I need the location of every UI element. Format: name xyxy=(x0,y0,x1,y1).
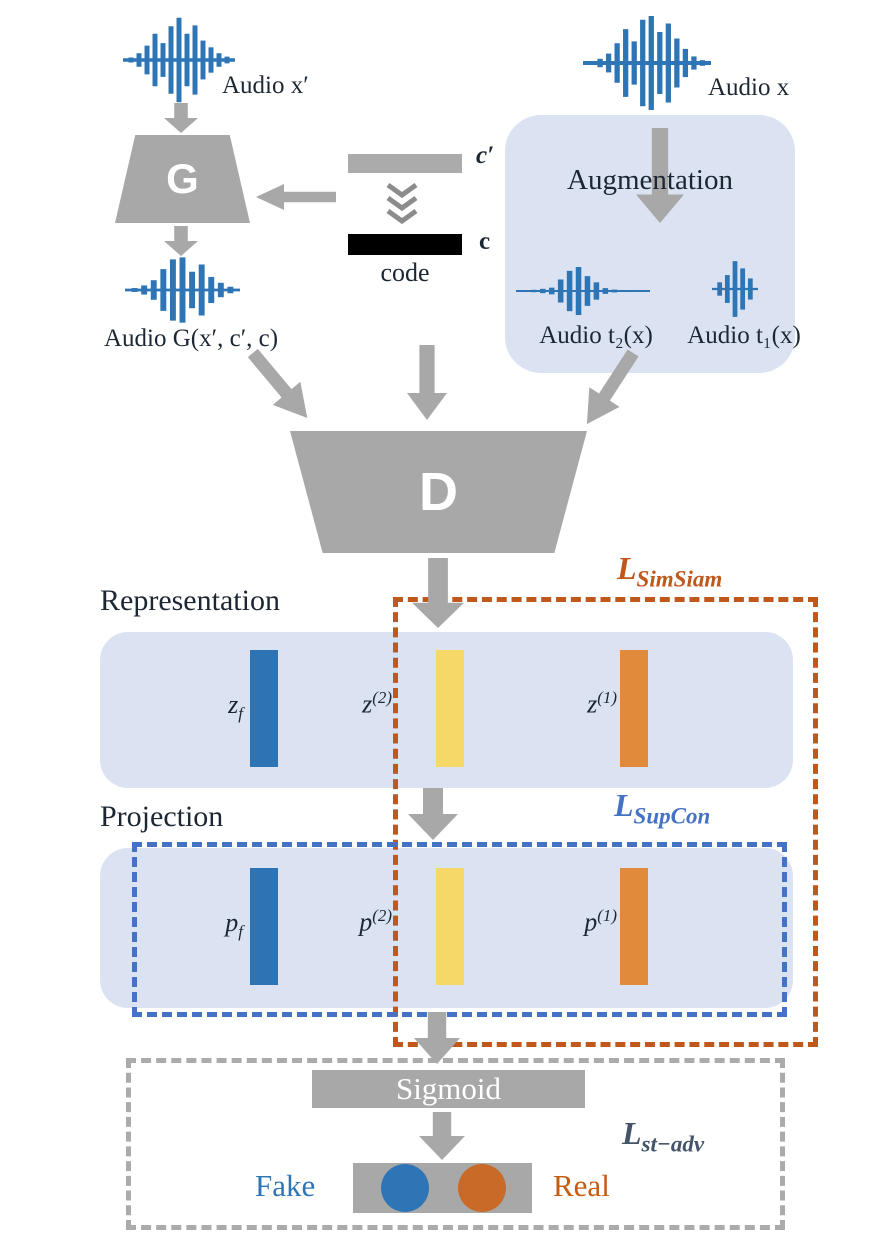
double-chevron-down-icon xyxy=(386,182,418,225)
simsiam-loss-region xyxy=(393,597,818,1047)
audio-xprime-label: Audio x′ xyxy=(222,72,309,99)
arrow-code-to-g xyxy=(256,184,336,210)
augmentation-box xyxy=(505,115,795,373)
generator-label: G xyxy=(166,155,199,202)
audio-t2-label: Audio t₂(x) xyxy=(539,322,653,349)
projection-title: Projection xyxy=(100,800,224,833)
bar-p1 xyxy=(620,868,648,985)
bar-z2 xyxy=(436,650,464,767)
audio-xprime-waveform-icon xyxy=(123,17,235,103)
st-adv-loss-label: Lst−adv xyxy=(622,1115,705,1157)
bar-label-pf: pf xyxy=(225,908,243,942)
bar-label-zf: zf xyxy=(228,690,243,724)
cprime-label: c′ xyxy=(476,142,495,169)
arrow-g-to-output xyxy=(164,226,198,256)
generated-audio-label: Audio G(x′, c′, c) xyxy=(104,325,279,352)
c-label: c xyxy=(479,228,491,255)
fake-class-dot xyxy=(381,1164,429,1212)
bar-label-z2: z(2) xyxy=(362,688,392,719)
sigmoid-label: Sigmoid xyxy=(395,1071,502,1106)
supcon-loss-label: LSupCon xyxy=(614,787,711,829)
generated-audio-waveform-icon xyxy=(125,257,240,323)
real-label: Real xyxy=(553,1168,610,1203)
st-adv-loss-region xyxy=(126,1058,785,1230)
supcon-loss-region xyxy=(132,842,787,1017)
bar-label-z1: z(1) xyxy=(587,688,617,719)
simsiam-loss-label: LSimSiam xyxy=(617,550,723,592)
audio-t1-label: Audio t₁(x) xyxy=(687,322,801,349)
code-c-bar xyxy=(348,234,462,255)
code-caption: code xyxy=(380,258,430,287)
augmentation-label: Augmentation xyxy=(567,164,733,196)
discriminator-label: D xyxy=(419,462,458,522)
audio-x-waveform-icon xyxy=(583,15,711,111)
code-cprime-bar xyxy=(348,154,462,173)
representation-title: Representation xyxy=(100,584,280,617)
bar-z1 xyxy=(620,650,648,767)
sigmoid-block: Sigmoid xyxy=(312,1070,585,1108)
discriminator-block: D xyxy=(290,431,587,553)
bar-p2 xyxy=(436,868,464,985)
audio-t1-waveform-icon xyxy=(712,261,758,317)
arrow-code-to-d xyxy=(407,345,447,420)
bar-zf xyxy=(250,650,278,767)
audio-x-label: Audio x xyxy=(708,74,790,101)
fake-label: Fake xyxy=(255,1168,316,1203)
audio-t2-waveform-icon xyxy=(516,267,650,315)
bar-pf xyxy=(250,868,278,985)
real-class-dot xyxy=(458,1164,506,1212)
bar-label-p1: p(1) xyxy=(584,906,617,937)
arrow-xprime-to-g xyxy=(164,103,198,133)
arrow-generated-to-d xyxy=(239,341,321,429)
generator-block: G xyxy=(115,135,250,223)
output-classes-block xyxy=(353,1163,532,1213)
bar-label-p2: p(2) xyxy=(359,906,392,937)
